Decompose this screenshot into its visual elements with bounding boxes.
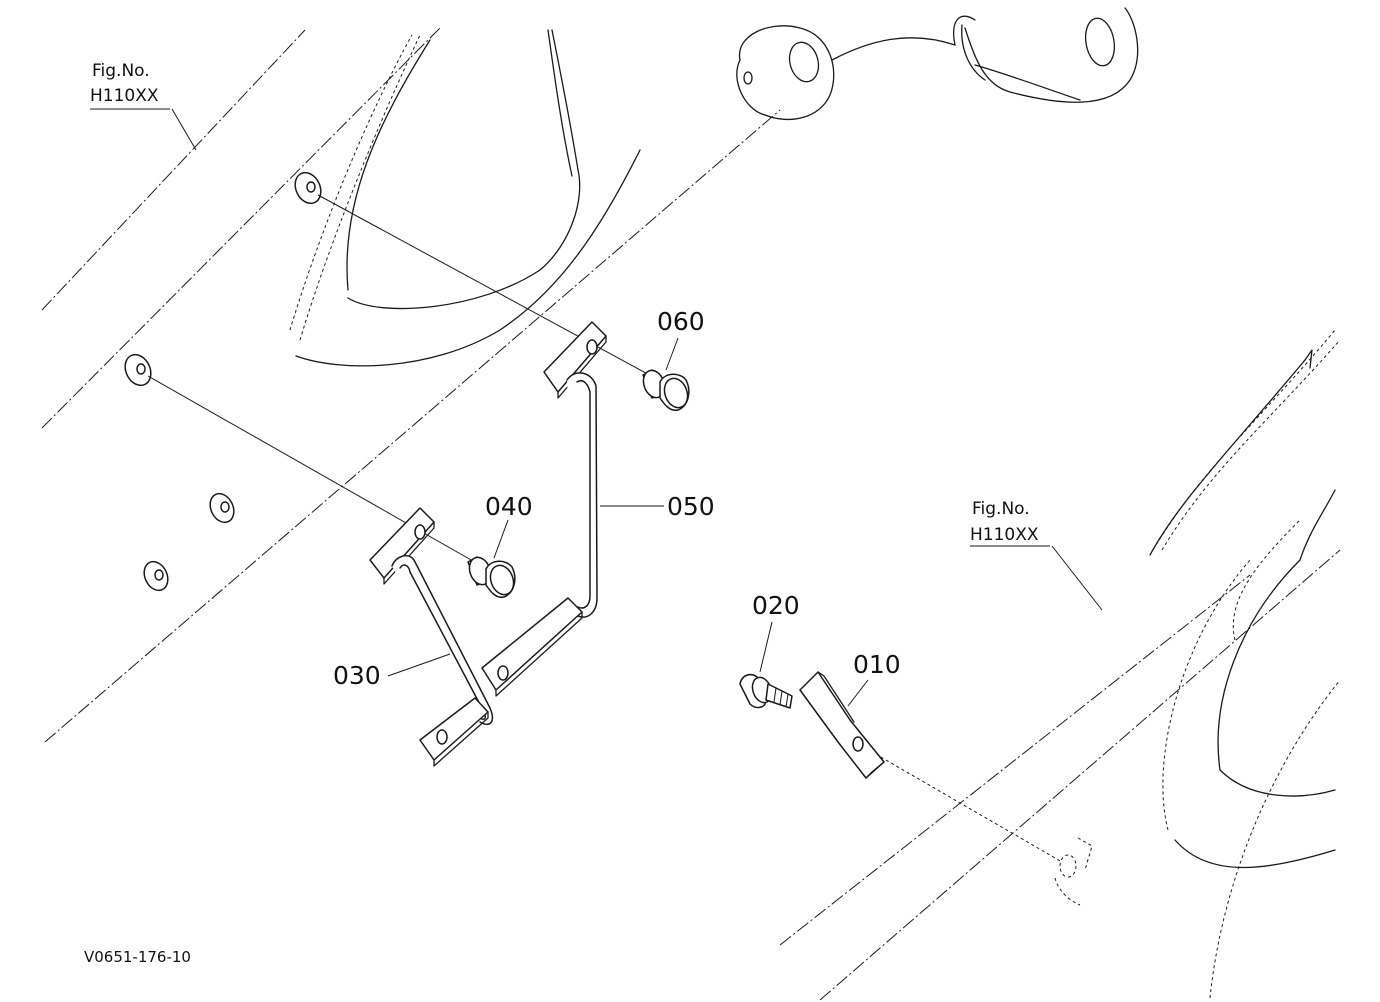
figure-ref-right-line2: H110XX xyxy=(970,525,1039,545)
figure-ref-right: Fig.No. H110XX xyxy=(970,499,1039,545)
figure-ref-right-line1: Fig.No. xyxy=(972,499,1030,519)
washer-2 xyxy=(124,353,152,387)
rod-bracket-050 xyxy=(481,321,607,697)
figure-ref-left-line1: Fig.No. xyxy=(92,61,150,81)
part-label-010: 010 xyxy=(853,650,901,679)
assembly-lines xyxy=(147,194,1063,863)
bolt-020 xyxy=(739,673,793,709)
figure-ref-left: Fig.No. H110XX xyxy=(90,61,159,106)
upper-mount-boss xyxy=(736,7,1139,121)
part-label-020: 020 xyxy=(752,591,800,620)
washer-4 xyxy=(143,560,169,592)
mounting-hole-phantom xyxy=(1054,837,1093,906)
part-label-050: 050 xyxy=(667,492,715,521)
frame-outline-right xyxy=(779,329,1341,1001)
part-label-060: 060 xyxy=(657,307,705,336)
leader-lines xyxy=(90,108,1103,707)
bolt-040 xyxy=(467,556,516,599)
part-label-040: 040 xyxy=(485,492,533,521)
washer-3 xyxy=(209,492,235,524)
figure-ref-left-line2: H110XX xyxy=(90,86,159,106)
washer-1 xyxy=(294,171,322,205)
part-label-030: 030 xyxy=(333,661,381,690)
clip-010 xyxy=(799,671,885,779)
rod-bracket-030 xyxy=(369,507,494,767)
drawing-code: V0651-176-10 xyxy=(84,948,191,966)
bolt-060 xyxy=(642,369,690,412)
frame-outline-left xyxy=(41,27,781,743)
